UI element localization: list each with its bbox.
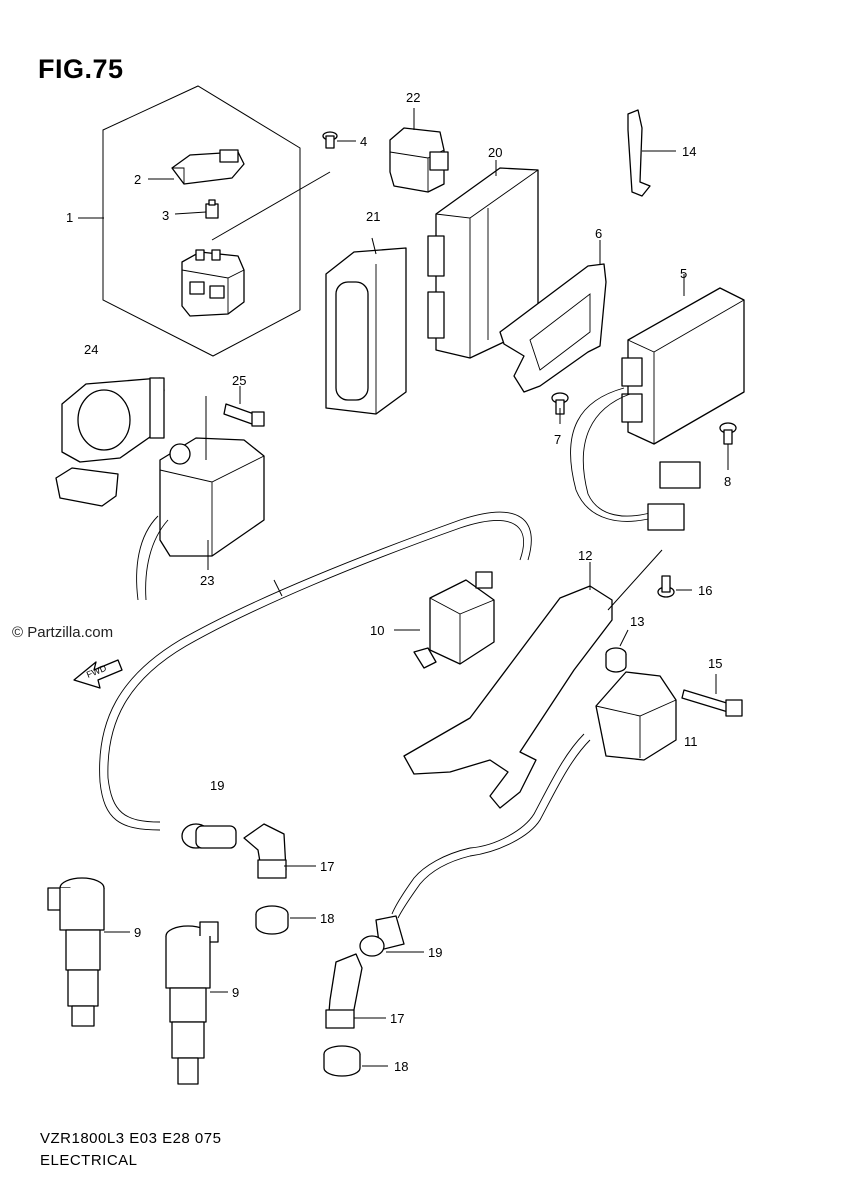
screw-part-8	[719, 422, 737, 445]
callout-11: 11	[684, 734, 698, 749]
callout-17-upper: 17	[320, 859, 334, 874]
callout-12: 12	[578, 548, 592, 563]
spark-plug-lead-19-lower	[359, 847, 471, 957]
ecm-cover-part	[325, 237, 407, 415]
callout-23: 23	[200, 573, 214, 588]
relay-cover-part	[171, 149, 245, 185]
callout-15: 15	[708, 656, 722, 671]
bracket-part-6	[499, 240, 607, 393]
callout-14: 14	[682, 144, 696, 159]
callout-16: 16	[698, 583, 712, 598]
coil-bracket-part-12	[403, 549, 663, 809]
control-unit-part-5	[570, 274, 745, 531]
model-code: VZR1800L3 E03 E28 075	[40, 1130, 222, 1147]
plug-cap-part-17-lower	[325, 953, 386, 1029]
plug-cap-part-17-upper	[243, 823, 316, 879]
callout-9-left: 9	[134, 925, 141, 940]
callout-5: 5	[680, 266, 687, 281]
callout-3: 3	[162, 208, 169, 223]
callout-22: 22	[406, 90, 420, 105]
callout-6: 6	[595, 226, 602, 241]
callout-8: 8	[724, 474, 731, 489]
callout-24: 24	[84, 342, 98, 357]
callout-1: 1	[66, 210, 73, 225]
relay-body-part	[181, 249, 245, 317]
bolt-part-4	[322, 131, 356, 149]
callout-7: 7	[554, 432, 561, 447]
callout-25: 25	[232, 373, 246, 388]
bolt-part-25	[223, 386, 265, 427]
ignition-coil-part-10	[394, 571, 495, 669]
callout-21: 21	[366, 209, 380, 224]
plug-coil-part-9-left	[47, 877, 130, 1027]
seal-part-18-lower	[323, 1045, 388, 1077]
screw-part-7	[551, 392, 569, 415]
regulator-part-23	[136, 396, 265, 601]
fuse-part	[205, 199, 219, 219]
callout-19-upper: 19	[210, 778, 224, 793]
figure-title: FIG.75	[38, 54, 124, 84]
forward-arrow-icon: FWD	[73, 659, 123, 689]
spark-plug-lead-19-upper	[99, 511, 532, 849]
connector-part-22	[389, 108, 449, 193]
callout-leaders	[78, 178, 729, 470]
section-name: ELECTRICAL	[40, 1152, 138, 1169]
callout-18-upper: 18	[320, 911, 334, 926]
spacer-part-13	[605, 629, 629, 673]
callout-19-lower: 19	[428, 945, 442, 960]
callout-4: 4	[360, 134, 367, 149]
watermark-text: © Partzilla.com	[12, 624, 114, 641]
seal-part-18-upper	[255, 905, 316, 935]
callout-10: 10	[370, 623, 384, 638]
callout-20: 20	[488, 145, 502, 160]
starter-relay-kit	[102, 85, 331, 357]
callout-13: 13	[630, 614, 644, 629]
bracket-part-24	[55, 377, 165, 507]
callout-9-right: 9	[232, 985, 239, 1000]
ignition-coil-part-11	[469, 671, 677, 857]
bolt-part-16	[657, 575, 692, 598]
callout-18-lower: 18	[394, 1059, 408, 1074]
clamp-part-14	[627, 109, 676, 197]
bolt-part-15	[681, 674, 743, 717]
callout-2: 2	[134, 172, 141, 187]
callout-numbers: 1 2 3 4 22 20 21 14 6 5 24 25 7 8 23 12 …	[66, 90, 731, 1074]
callout-17-lower: 17	[390, 1011, 404, 1026]
plug-coil-part-9-right	[165, 921, 228, 1085]
